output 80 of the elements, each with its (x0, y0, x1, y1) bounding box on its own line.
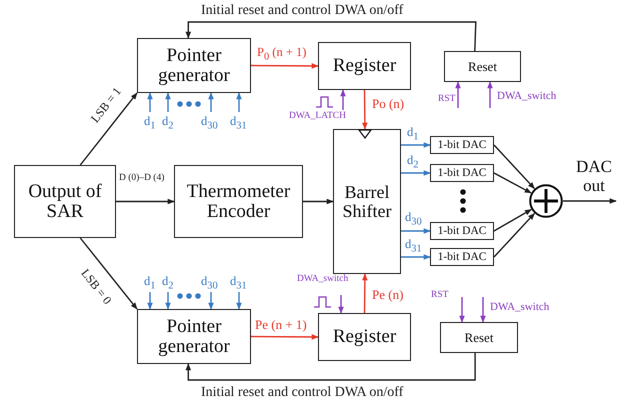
process-box (174, 165, 303, 238)
arrow (494, 208, 532, 232)
register-box (318, 313, 411, 361)
signal-arrow (480, 297, 486, 323)
register-box (318, 42, 411, 90)
edge-label: d$_{30}$ (200, 275, 219, 292)
edge-label: Pe (n) (371, 288, 404, 301)
edge-label: d$_{1}$ (143, 275, 156, 292)
signal-arrow (147, 92, 153, 112)
process-box (440, 322, 518, 353)
arrow (80, 92, 138, 166)
node-label: Output of SAR (27, 182, 103, 222)
edge-label: d$_{31}$ (229, 275, 248, 292)
edge-label: d$_{31}$ (404, 238, 423, 255)
signal-arrow (236, 92, 242, 112)
signal-arrow (236, 290, 242, 310)
signal-arrow (208, 290, 214, 310)
node-label: Barrel Shifter (342, 182, 392, 220)
edge-label: DWA_switch (496, 91, 558, 102)
edge-label: P$_{0}$ (n + 1) (256, 46, 308, 63)
dac-box (430, 248, 494, 266)
signal-arrow (459, 297, 465, 323)
edge-label: d$_{30}$ (404, 211, 423, 228)
edge-label: RST (430, 291, 450, 300)
node-label: Pointer generator (157, 316, 231, 356)
node-label: Thermometer Encoder (186, 182, 292, 222)
node-label: Register (332, 56, 396, 76)
summing-junction (529, 184, 563, 218)
signal-arrow (455, 81, 461, 108)
edge-label: Pe (n + 1) (254, 318, 308, 331)
edge-label: DWA_switch (489, 302, 550, 313)
node-label: 1-bit DAC (438, 138, 486, 152)
edge-label: d$_{30}$ (200, 115, 219, 132)
arrow (563, 198, 617, 204)
arrow (116, 198, 175, 204)
signal-arrow (147, 290, 153, 310)
arrow (401, 228, 431, 234)
process-box (137, 38, 251, 93)
node-label: DAC out (575, 158, 613, 196)
edge-label: DWA_LATCH (288, 112, 347, 122)
signal-arrow (338, 295, 344, 314)
edge-label: DWA_switch (296, 275, 350, 284)
dac-box (430, 164, 494, 182)
signal-arrow (165, 92, 171, 112)
edge-label: D (0)–D (4) (118, 174, 166, 184)
process-box (444, 51, 521, 82)
edge-label: Po (n) (371, 97, 406, 110)
arrow (251, 63, 319, 69)
edge-label: RST (437, 95, 456, 104)
signal-arrow (487, 81, 493, 108)
arrow (494, 172, 532, 194)
arrow (362, 273, 368, 313)
arrow (493, 212, 535, 258)
process-box (137, 309, 251, 364)
arrow (303, 198, 334, 204)
arrow (80, 238, 138, 310)
arrow (401, 254, 431, 260)
dac-box (430, 222, 494, 240)
node-label: Reset (468, 60, 497, 74)
arrow (401, 170, 431, 176)
arrow (401, 142, 431, 148)
process-box (14, 165, 116, 238)
arrow (362, 90, 368, 130)
arrow (251, 334, 319, 340)
edge-label: d$_{31}$ (229, 115, 248, 132)
signal-arrow (208, 92, 214, 112)
arrow (186, 21, 477, 52)
arrow (493, 144, 535, 190)
process-box (333, 129, 401, 274)
node-label: Pointer generator (157, 46, 231, 86)
edge-label: d$_{2}$ (161, 275, 174, 292)
node-label: 1-bit DAC (438, 250, 486, 264)
node-label: 1-bit DAC (438, 224, 486, 238)
node-label: 1-bit DAC (438, 166, 486, 180)
signal-arrow (165, 290, 171, 310)
arrow (186, 353, 476, 381)
node-label: Reset (464, 330, 494, 344)
dac-box (430, 136, 494, 154)
node-label: Register (332, 327, 396, 347)
signal-arrow (340, 89, 346, 110)
